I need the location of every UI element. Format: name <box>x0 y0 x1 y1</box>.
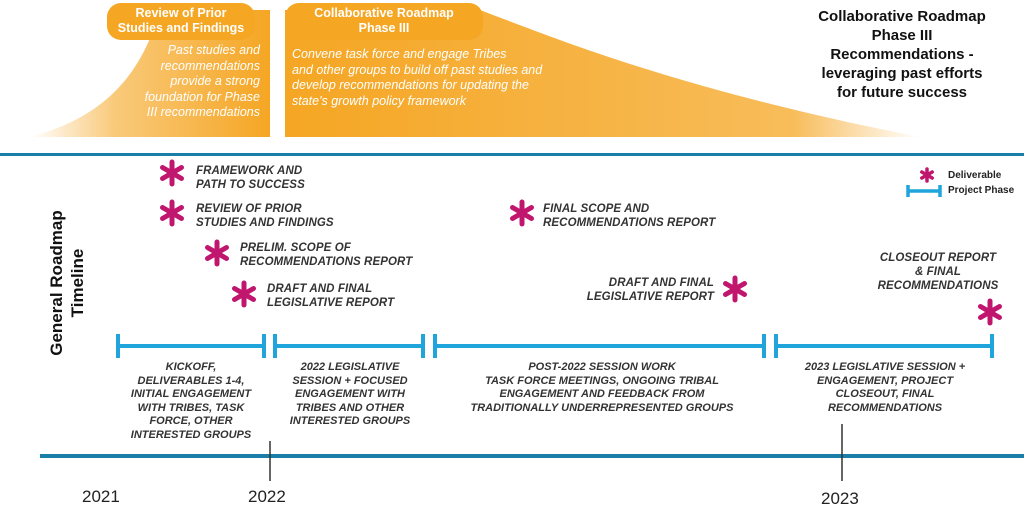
deliverable-label: CLOSEOUT REPORT & FINAL RECOMMENDATIONS <box>877 252 999 292</box>
star-icon <box>160 199 184 227</box>
phase-label: KICKOFF, DELIVERABLES 1-4, INITIAL ENGAG… <box>130 361 252 441</box>
star-icon <box>978 298 1002 326</box>
phase-bracket-icon <box>273 334 425 358</box>
year-label-2023: 2023 <box>821 489 859 508</box>
star-icon <box>205 239 229 267</box>
phase-bracket-icon <box>433 334 766 358</box>
collab-wedge <box>285 10 920 137</box>
collab-description: Convene task force and engage Tribes and… <box>292 47 543 108</box>
deliverable-label: PRELIM. SCOPE OF RECOMMENDATIONS REPORT <box>240 242 413 268</box>
deliverable-label: DRAFT AND FINAL LEGISLATIVE REPORT <box>586 277 714 303</box>
star-icon <box>723 275 747 303</box>
review-tab: Review of Prior Studies and Findings <box>107 3 255 40</box>
phase-label: 2022 LEGISLATIVE SESSION + FOCUSED ENGAG… <box>289 361 411 427</box>
legend-deliverable-label: Deliverable <box>948 170 1002 181</box>
review-description: Past studies and recommendations provide… <box>144 43 260 119</box>
orange-wedges <box>30 10 920 137</box>
phase-bracket-icon <box>116 334 266 358</box>
year-label-2022: 2022 <box>248 487 286 506</box>
star-icon <box>510 199 534 227</box>
phase-label: POST-2022 SESSION WORK TASK FORCE MEETIN… <box>470 361 734 414</box>
legend-phase-label: Project Phase <box>948 185 1015 196</box>
legend-graphic <box>906 167 942 197</box>
phase-label: 2023 LEGISLATIVE SESSION + ENGAGEMENT, P… <box>804 361 966 414</box>
page-heading: Collaborative Roadmap Phase III Recommen… <box>818 8 986 101</box>
review-wedge <box>30 10 270 137</box>
deliverable-label: DRAFT AND FINAL LEGISLATIVE REPORT <box>267 283 395 309</box>
year-label-2021: 2021 <box>82 487 120 506</box>
star-icon <box>232 280 256 308</box>
top-divider <box>0 153 1024 156</box>
collab-tab: Collaborative Roadmap Phase III <box>285 3 483 40</box>
deliverable-label: FINAL SCOPE AND RECOMMENDATIONS REPORT <box>543 203 716 229</box>
deliverable-label: REVIEW OF PRIOR STUDIES AND FINDINGS <box>196 203 334 229</box>
legend-bracket-icon <box>906 185 942 197</box>
legend-star-icon <box>920 167 934 183</box>
deliverable-label: FRAMEWORK AND PATH TO SUCCESS <box>196 165 305 191</box>
star-icon <box>160 159 184 187</box>
phase-bracket-icon <box>774 334 994 358</box>
